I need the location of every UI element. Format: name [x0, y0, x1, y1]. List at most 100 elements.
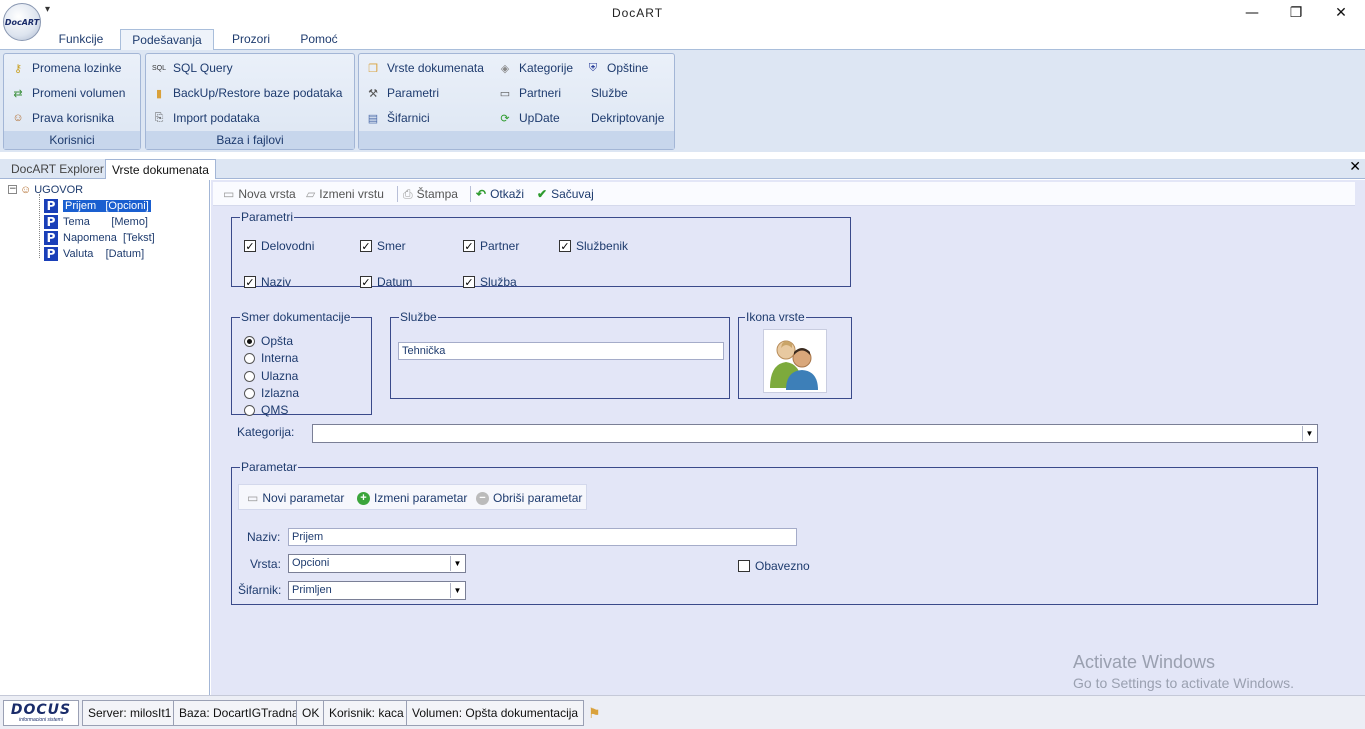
tab-prozori[interactable]: Prozori: [231, 32, 270, 46]
izmeni-parametar-button[interactable]: +Izmeni parametar: [357, 490, 467, 506]
coat-of-arms-icon: ⛨: [588, 61, 598, 74]
update-label: UpDate: [519, 111, 560, 125]
database-icon: ▮: [155, 87, 163, 100]
sifarnik-select[interactable]: Primljen▼: [288, 581, 466, 600]
tab-vrste-dokumenata[interactable]: Vrste dokumenata: [105, 159, 216, 179]
checkbox-label: Partner: [480, 239, 520, 253]
radio-interna[interactable]: Interna: [244, 351, 298, 365]
kategorija-select[interactable]: ▼: [312, 424, 1318, 443]
dekriptovanje-button[interactable]: Dekriptovanje: [591, 108, 664, 128]
app-logo[interactable]: DocART: [3, 3, 41, 41]
radio-opsta[interactable]: Opšta: [244, 334, 293, 348]
promena-lozinke-button[interactable]: ⚷Promena lozinke: [10, 58, 121, 78]
parameter-icon: P: [44, 246, 58, 261]
stampa-button[interactable]: ⎙Štampa: [403, 186, 458, 202]
radio-label: QMS: [261, 403, 289, 417]
partneri-button[interactable]: ▭Partneri: [497, 83, 561, 103]
sluzbe-button[interactable]: Službe: [591, 83, 628, 103]
smer-checkbox[interactable]: ✓Smer: [360, 239, 406, 253]
naziv-checkbox[interactable]: ✓Naziv: [244, 275, 291, 289]
parametri-button[interactable]: ⚒Parametri: [365, 83, 439, 103]
novi-parametar-button[interactable]: ▭Novi parametar: [247, 490, 344, 506]
parameter-icon: P: [44, 214, 58, 229]
sacuvaj-button[interactable]: ✔Sačuvaj: [537, 186, 594, 202]
radio-label: Opšta: [261, 334, 294, 348]
form-toolbar: ▭Nova vrsta ▱Izmeni vrstu ⎙Štampa ↶Otkaž…: [213, 182, 1355, 206]
opstine-button[interactable]: ⛨Opštine: [585, 58, 648, 78]
vrste-dokumenata-button[interactable]: ❐Vrste dokumenata: [365, 58, 484, 78]
stampa-label: Štampa: [416, 187, 458, 201]
quick-access-dropdown-icon[interactable]: ▾: [45, 4, 51, 15]
promeni-volumen-button[interactable]: ⇄Promeni volumen: [10, 83, 125, 103]
partner-checkbox[interactable]: ✓ Partner: [463, 239, 519, 253]
sluzbe-label: Službe: [591, 86, 628, 100]
prava-korisnika-button[interactable]: ☺Prava korisnika: [10, 108, 114, 128]
radio-circle: [244, 352, 255, 364]
tree-root[interactable]: − ☺ UGOVOR: [8, 182, 83, 197]
close-panel-icon[interactable]: ✕: [1349, 159, 1361, 175]
novi-parametar-label: Novi parametar: [262, 491, 345, 505]
nova-vrsta-button[interactable]: ▭Nova vrsta: [223, 186, 296, 202]
tab-pomoc[interactable]: Pomoć: [300, 32, 338, 46]
tab-docart-explorer[interactable]: DocART Explorer: [11, 162, 104, 176]
import-icon: ⎘: [154, 111, 164, 124]
checkbox-label: Službenik: [576, 239, 629, 253]
update-button[interactable]: ⟳UpDate: [497, 108, 560, 128]
backup-restore-button[interactable]: ▮ BackUp/Restore baze podataka: [151, 83, 342, 103]
naziv-label: Naziv:: [247, 530, 281, 544]
checkbox-box: ✓: [559, 239, 571, 253]
sluzbe-legend: Službe: [400, 310, 437, 324]
radio-ulazna[interactable]: Ulazna: [244, 369, 298, 383]
group-caption-baza: Baza i fajlovi: [146, 131, 354, 149]
toolbar-separator: [397, 186, 398, 202]
printer-icon: ⎙: [403, 186, 413, 201]
sql-query-label: SQL Query: [173, 61, 233, 75]
checkbox-label: Datum: [377, 275, 413, 289]
close-button[interactable]: ✕: [1335, 5, 1347, 21]
sluzba-checkbox[interactable]: ✓Služba: [463, 275, 517, 289]
group-korisnici: ⚷Promena lozinke ⇄Promeni volumen ☺Prava…: [3, 53, 141, 150]
restore-button[interactable]: ❐: [1289, 5, 1303, 21]
group-caption-ostalo: [359, 131, 674, 149]
undo-icon: ↶: [476, 187, 487, 201]
connection-icon[interactable]: ⚑: [588, 705, 601, 721]
tab-funkcije[interactable]: Funkcije: [58, 32, 104, 46]
obrisi-parametar-button[interactable]: −Obriši parametar: [476, 490, 582, 506]
sifarnici-button[interactable]: ▤Šifarnici: [365, 108, 430, 128]
import-podataka-button[interactable]: ⎘ Import podataka: [151, 108, 260, 128]
checkbox-box: ✓: [463, 239, 475, 253]
kategorije-button[interactable]: ◈Kategorije: [497, 58, 573, 78]
remove-circle-icon: −: [476, 491, 489, 505]
smer-dokumentacije-group: Smer dokumentacije Opšta Interna Ulazna …: [231, 310, 372, 417]
otkazi-button[interactable]: ↶Otkaži: [476, 186, 524, 202]
parametri-group: Parametri ✓Delovodni ✓Smer ✓Partner ✓Slu…: [231, 210, 851, 289]
radio-circle: [244, 387, 255, 399]
tab-podesavanja[interactable]: Podešavanja: [120, 29, 214, 51]
radio-label: Izlazna: [261, 386, 300, 400]
collapse-icon[interactable]: −: [8, 184, 17, 194]
radio-izlazna[interactable]: Izlazna: [244, 386, 299, 400]
vrsta-select[interactable]: Opcioni▼: [288, 554, 466, 573]
tree-item-label: Prijem [Opcioni]: [63, 199, 151, 212]
delovodni-checkbox[interactable]: ✓Delovodni: [244, 239, 314, 253]
datum-checkbox[interactable]: ✓Datum: [360, 275, 412, 289]
backup-restore-label: BackUp/Restore baze podataka: [173, 86, 343, 100]
radio-label: Interna: [261, 351, 299, 365]
sluzbenik-checkbox[interactable]: ✓ Službenik: [559, 239, 628, 253]
radio-qms[interactable]: QMS: [244, 403, 288, 417]
import-podataka-label: Import podataka: [173, 111, 260, 125]
main-form: ▭Nova vrsta ▱Izmeni vrstu ⎙Štampa ↶Otkaž…: [211, 180, 1365, 695]
naziv-input[interactable]: Prijem: [288, 528, 797, 546]
minimize-button[interactable]: —: [1245, 5, 1259, 21]
checkbox-label: Služba: [480, 275, 517, 289]
izmeni-vrstu-button[interactable]: ▱Izmeni vrstu: [306, 186, 384, 202]
users-icon: ☺: [12, 112, 24, 124]
obavezno-checkbox[interactable]: Obavezno: [738, 559, 810, 573]
sluzbe-input[interactable]: Tehnička: [398, 342, 724, 360]
users-icon[interactable]: [763, 329, 827, 393]
